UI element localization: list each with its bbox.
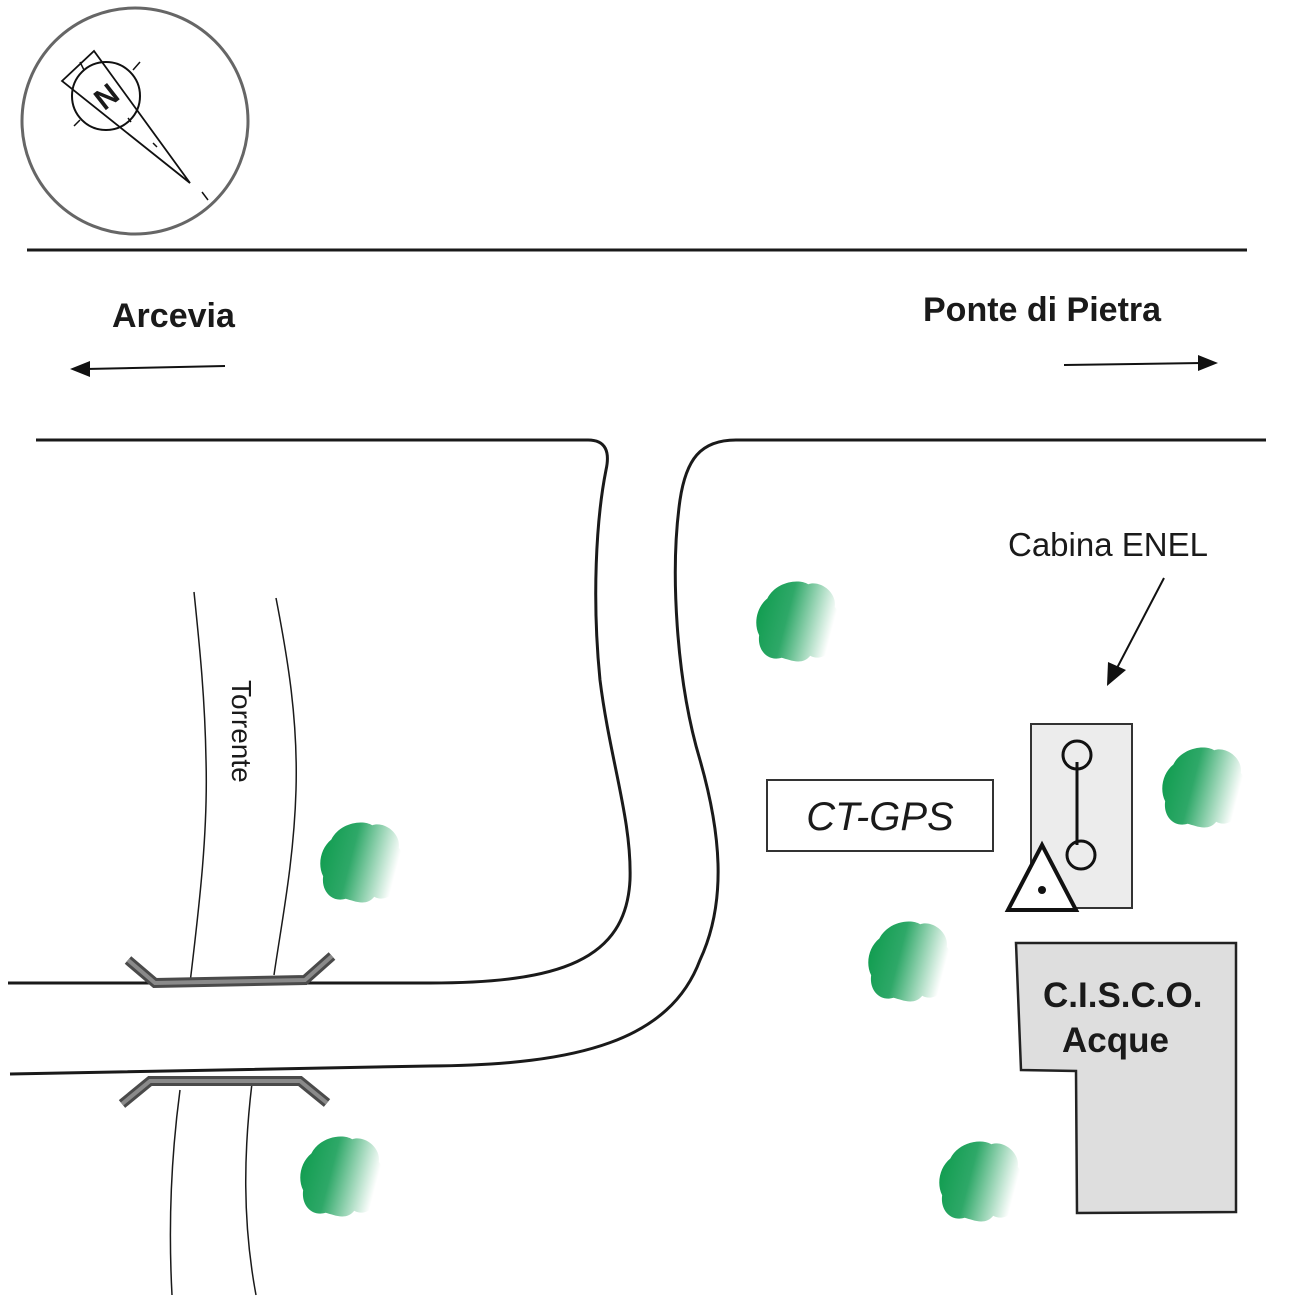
stream: Torrente — [169, 591, 297, 1296]
tree-icon — [300, 1136, 384, 1217]
substation-symbol-icon — [1061, 739, 1097, 871]
compass-rose — [71, 61, 141, 131]
arrow-pointer-icon — [1107, 577, 1165, 686]
tree-icon — [868, 921, 952, 1002]
stream-label: Torrente — [226, 680, 257, 783]
arrow-left-icon — [70, 361, 226, 377]
station-label: CT-GPS — [806, 795, 954, 839]
side-road-right-edge — [9, 438, 1266, 1076]
gps-station-marker-icon — [1004, 840, 1080, 912]
compass-needle-icon — [60, 49, 191, 184]
bridge-upper — [124, 952, 336, 989]
cisco-acque-building — [1014, 941, 1238, 1215]
station-label-box — [766, 779, 994, 852]
building-label-line2: Acque — [1062, 1021, 1169, 1060]
direction-label-arcevia: Arcevia — [112, 297, 236, 335]
bridge-lower — [118, 1076, 331, 1108]
tree-icon — [320, 822, 404, 903]
compass-ring — [20, 6, 250, 236]
compass: N — [20, 6, 250, 236]
substation-label: Cabina ENEL — [1008, 526, 1208, 563]
arrow-right-icon — [1063, 355, 1218, 371]
compass-north-label: N — [88, 78, 125, 117]
building-label-line1: C.I.S.C.O. — [1043, 976, 1202, 1015]
tree-icon — [1162, 747, 1246, 828]
side-road-left-edge — [8, 438, 632, 985]
tree-icon — [939, 1141, 1023, 1222]
direction-label-ponte-di-pietra: Ponte di Pietra — [923, 291, 1162, 329]
tree-icon — [756, 581, 840, 662]
